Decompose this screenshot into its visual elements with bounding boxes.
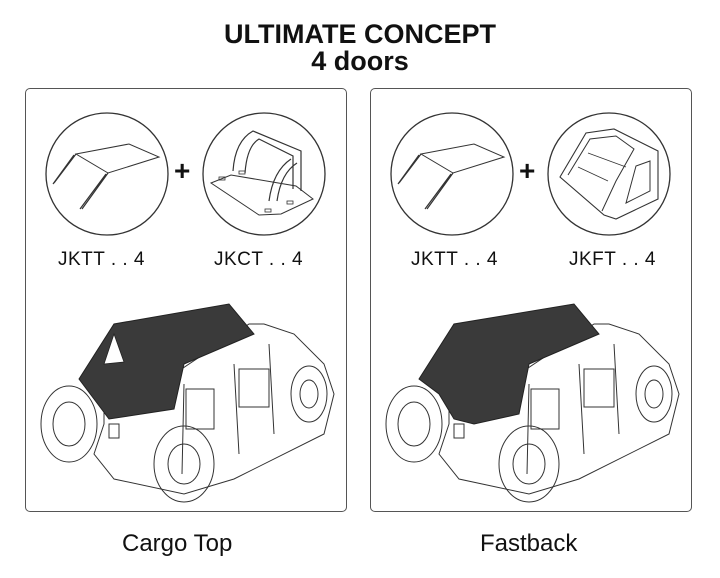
- subtitle: 4 doors: [311, 46, 409, 76]
- soft-top-frame-icon: [390, 112, 514, 236]
- caption-cargo-top: Cargo Top: [122, 530, 233, 557]
- jeep-fastback-icon: [385, 303, 680, 503]
- jeep-cargo-top-icon: [40, 303, 335, 503]
- soft-top-frame-icon: [45, 112, 169, 236]
- part-code: JKFT . . 4: [569, 249, 657, 270]
- plus-sign: +: [519, 155, 536, 186]
- caption-fastback: Fastback: [480, 530, 578, 557]
- cargo-top-bow-icon: [202, 112, 326, 236]
- part-code: JKCT . . 4: [214, 249, 304, 270]
- part-code: JKTT . . 4: [411, 249, 499, 270]
- part-code: JKTT . . 4: [58, 249, 146, 270]
- panel-fastback: + JKTT . . 4 JKFT . . 4: [370, 88, 692, 512]
- panel-cargo-top: + JKTT . . 4 JKCT . . 4: [25, 88, 347, 512]
- plus-sign: +: [174, 155, 191, 186]
- main-title: ULTIMATE CONCEPT: [224, 19, 496, 49]
- fastback-top-icon: [547, 112, 671, 236]
